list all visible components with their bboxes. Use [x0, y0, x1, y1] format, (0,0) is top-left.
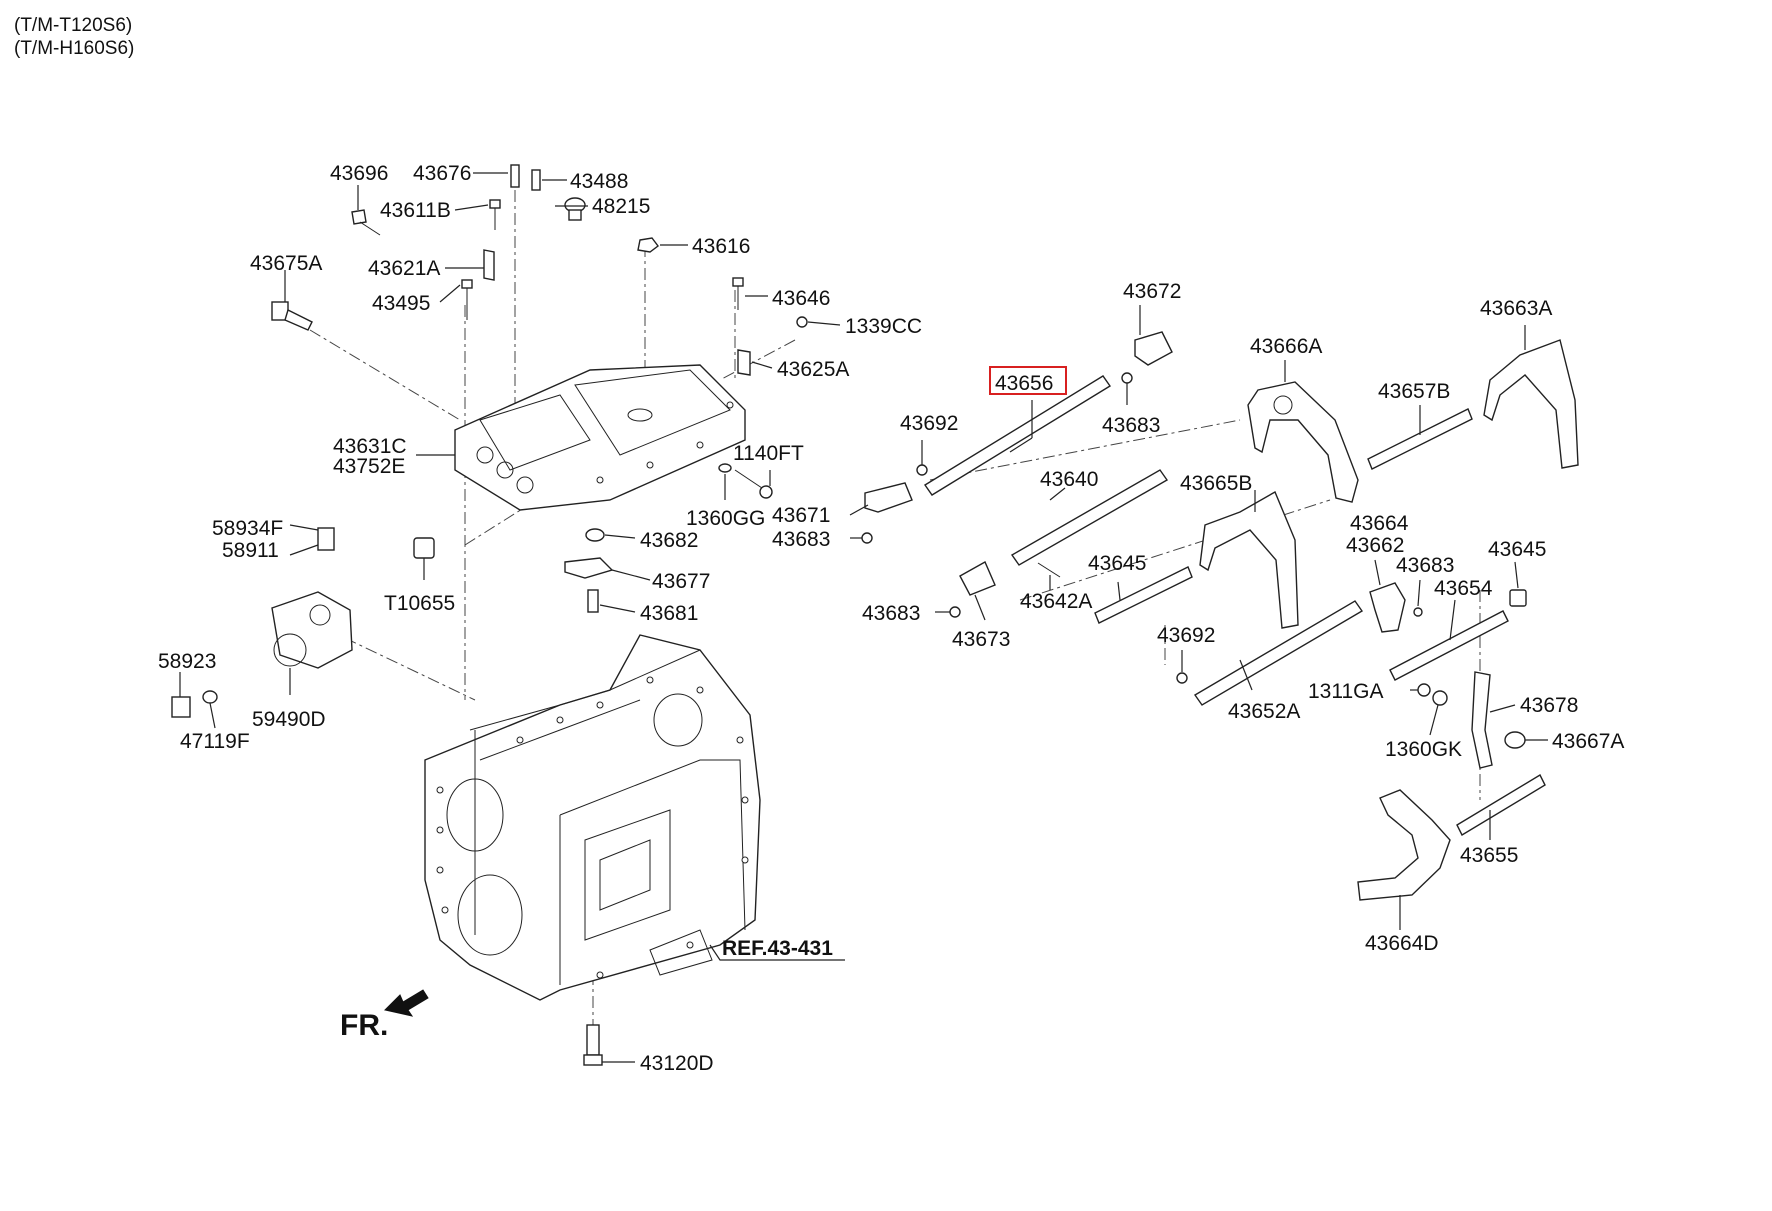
shift-rails — [923, 375, 1546, 836]
callout-58923[interactable]: 58923 — [158, 650, 216, 673]
callout-43678[interactable]: 43678 — [1520, 694, 1578, 717]
callout-43645-left[interactable]: 43645 — [1088, 552, 1146, 575]
front-arrow-icon — [384, 989, 429, 1017]
shift-forks — [861, 331, 1579, 901]
callout-43664[interactable]: 43664 — [1350, 512, 1409, 535]
callout-43671[interactable]: 43671 — [772, 504, 830, 527]
callout-43683-upper[interactable]: 43683 — [1102, 414, 1160, 437]
callout-43625A[interactable]: 43625A — [777, 358, 849, 381]
callout-43611B[interactable]: 43611B — [380, 199, 451, 222]
callout-T10655[interactable]: T10655 — [384, 592, 455, 615]
callout-43681[interactable]: 43681 — [640, 602, 698, 625]
callout-1339CC[interactable]: 1339CC — [845, 315, 922, 338]
callout-43692-lower[interactable]: 43692 — [1157, 624, 1215, 647]
callout-48215[interactable]: 48215 — [592, 195, 650, 218]
callout-43646[interactable]: 43646 — [772, 287, 830, 310]
callout-1360GK[interactable]: 1360GK — [1385, 738, 1462, 761]
callout-1311GA[interactable]: 1311GA — [1308, 680, 1384, 703]
callout-43692-upper[interactable]: 43692 — [900, 412, 958, 435]
callout-43657B[interactable]: 43657B — [1378, 380, 1450, 403]
callout-43652A[interactable]: 43652A — [1228, 700, 1300, 723]
callout-1140FT[interactable]: 1140FT — [733, 442, 804, 465]
top-cover-assembly — [454, 364, 746, 511]
callout-43752E[interactable]: 43752E — [333, 455, 405, 478]
callout-43640[interactable]: 43640 — [1040, 468, 1098, 491]
callout-43696[interactable]: 43696 — [330, 162, 388, 185]
callout-43665B[interactable]: 43665B — [1180, 472, 1252, 495]
callout-43488[interactable]: 43488 — [570, 170, 628, 193]
transmission-case — [424, 634, 761, 1001]
leader-lines — [179, 172, 1548, 1063]
callout-43682[interactable]: 43682 — [640, 529, 698, 552]
variant-label-1: (T/M-T120S6) — [14, 15, 133, 36]
front-marker: FR. — [340, 1009, 388, 1042]
callout-43616[interactable]: 43616 — [692, 235, 750, 258]
callout-1360GG[interactable]: 1360GG — [686, 507, 765, 530]
callout-43672[interactable]: 43672 — [1123, 280, 1181, 303]
callout-43664D[interactable]: 43664D — [1365, 932, 1439, 955]
callout-43663A[interactable]: 43663A — [1480, 297, 1552, 320]
callout-43642A[interactable]: 43642A — [1020, 590, 1092, 613]
callout-43655[interactable]: 43655 — [1460, 844, 1518, 867]
variant-label-2: (T/M-H160S6) — [14, 38, 135, 59]
callout-43495[interactable]: 43495 — [372, 292, 430, 315]
callout-43667A[interactable]: 43667A — [1552, 730, 1624, 753]
reference-link[interactable]: REF.43-431 — [722, 937, 833, 960]
callout-58911[interactable]: 58911 — [222, 539, 279, 562]
callout-43677[interactable]: 43677 — [652, 570, 710, 593]
callout-43654[interactable]: 43654 — [1434, 577, 1493, 600]
callout-43675A[interactable]: 43675A — [250, 252, 322, 275]
callout-59490D[interactable]: 59490D — [252, 708, 326, 731]
small-parts — [171, 164, 808, 1066]
callout-43631C[interactable]: 43631C — [333, 435, 407, 458]
callout-47119F[interactable]: 47119F — [180, 730, 250, 753]
model-variants: (T/M-T120S6) (T/M-H160S6) — [14, 14, 134, 60]
callout-43662[interactable]: 43662 — [1346, 534, 1404, 557]
callout-58934F[interactable]: 58934F — [212, 517, 283, 540]
callout-43683-mid[interactable]: 43683 — [772, 528, 830, 551]
callout-43683-lower-left[interactable]: 43683 — [862, 602, 920, 625]
callout-labels: 43696 43676 43488 43611B 48215 43616 436… — [158, 162, 1624, 1075]
callout-43666A[interactable]: 43666A — [1250, 335, 1322, 358]
callout-43656[interactable]: 43656 — [995, 372, 1053, 395]
highlight-box-43656 — [989, 366, 1067, 395]
callout-43120D[interactable]: 43120D — [640, 1052, 714, 1075]
callout-43683-right[interactable]: 43683 — [1396, 554, 1454, 577]
callout-43673[interactable]: 43673 — [952, 628, 1010, 651]
callout-43676[interactable]: 43676 — [413, 162, 471, 185]
callout-43645-right[interactable]: 43645 — [1488, 538, 1546, 561]
callout-43621A[interactable]: 43621A — [368, 257, 440, 280]
